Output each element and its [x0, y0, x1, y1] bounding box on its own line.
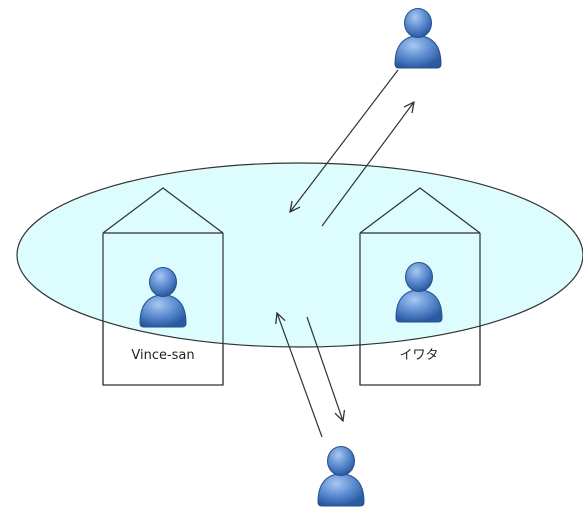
arrow-out-to-top — [321, 102, 414, 227]
arrow-in-from-bottom — [306, 316, 343, 421]
shared-space-ellipse — [16, 162, 583, 348]
house-right-label: イワタ — [399, 348, 438, 363]
arrow-out-to-bottom — [277, 313, 323, 438]
house-left-label: Vince-san — [131, 348, 194, 363]
person-icon — [317, 446, 365, 507]
person-icon — [394, 8, 442, 69]
arrow-in-from-top — [290, 69, 399, 212]
